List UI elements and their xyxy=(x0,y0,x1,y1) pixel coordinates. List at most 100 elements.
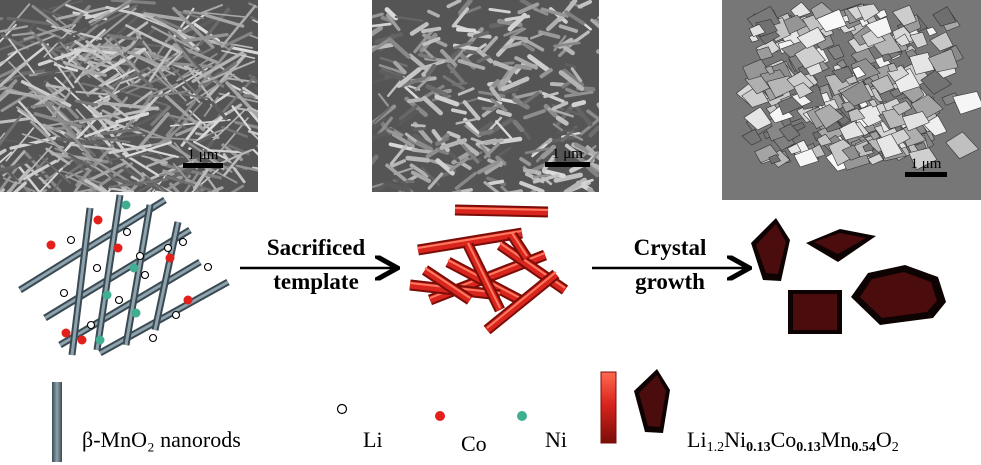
sem-feature xyxy=(32,87,65,109)
sem-feature xyxy=(249,107,258,113)
sem-feature xyxy=(741,128,762,146)
sem-feature xyxy=(434,94,460,107)
scale-bar-left: 1 μm xyxy=(183,148,223,168)
sem-feature xyxy=(481,35,499,54)
sem-feature xyxy=(235,164,258,172)
sem-feature xyxy=(385,163,407,182)
sem-feature xyxy=(558,24,579,33)
sem-feature xyxy=(862,142,875,153)
sem-feature xyxy=(488,7,511,14)
sem-feature xyxy=(590,18,599,29)
sem-feature xyxy=(149,83,179,96)
sem-feature xyxy=(125,69,180,94)
sem-feature xyxy=(562,68,585,87)
sem-feature xyxy=(454,171,477,190)
sem-feature xyxy=(532,173,560,184)
sem-feature xyxy=(574,104,593,127)
arrow-label-2-line1: Crystal xyxy=(633,235,707,260)
nanorod-highlight xyxy=(70,207,92,356)
sem-feature xyxy=(497,146,512,157)
sem-feature xyxy=(519,180,545,192)
sem-feature xyxy=(847,108,866,123)
sem-feature xyxy=(476,48,494,64)
li-dot xyxy=(178,237,188,247)
sem-feature xyxy=(870,74,895,95)
sem-feature xyxy=(378,69,408,83)
sem-feature xyxy=(462,100,481,121)
sem-feature xyxy=(56,117,99,166)
sem-feature xyxy=(492,60,516,73)
sem-feature xyxy=(46,55,66,67)
ni-dot xyxy=(131,308,141,318)
sem-feature xyxy=(372,182,386,189)
li-dot xyxy=(163,243,173,253)
sem-feature xyxy=(0,25,29,33)
sem-feature xyxy=(127,50,171,71)
sem-feature xyxy=(509,27,527,38)
sem-feature xyxy=(68,24,99,50)
sem-feature xyxy=(455,117,478,125)
sem-feature xyxy=(41,8,81,24)
sem-feature xyxy=(252,148,258,156)
sem-feature xyxy=(81,152,132,184)
sem-feature xyxy=(0,85,14,91)
sem-feature xyxy=(748,23,766,37)
sem-image-template-texture xyxy=(372,0,599,192)
sem-feature xyxy=(162,101,203,146)
red-rod-highlight xyxy=(486,271,557,329)
sem-feature xyxy=(521,128,531,140)
sem-feature xyxy=(565,87,579,96)
sem-feature xyxy=(448,151,461,163)
sem-feature xyxy=(172,6,215,49)
sem-feature xyxy=(242,86,258,99)
co-dot xyxy=(46,240,56,250)
sem-feature xyxy=(84,123,119,138)
sem-feature xyxy=(564,143,579,155)
sem-feature xyxy=(556,127,580,134)
sem-feature xyxy=(0,50,19,67)
sem-feature xyxy=(181,32,229,43)
formula-o-sub: 2 xyxy=(891,440,899,455)
sem-feature xyxy=(73,40,112,65)
sem-feature xyxy=(868,98,878,108)
sem-feature xyxy=(135,112,170,152)
sem-feature xyxy=(503,27,525,37)
sem-feature xyxy=(104,36,140,73)
sem-feature xyxy=(386,129,403,138)
sem-feature xyxy=(425,63,437,77)
sem-feature xyxy=(512,97,530,110)
sem-feature xyxy=(476,121,494,135)
sem-feature xyxy=(412,121,433,145)
sem-feature xyxy=(62,60,87,72)
sem-feature xyxy=(413,29,434,54)
sem-feature xyxy=(451,108,467,115)
sem-feature xyxy=(404,86,420,101)
sem-feature xyxy=(41,43,75,89)
sem-feature xyxy=(24,162,51,189)
sem-feature xyxy=(203,11,247,18)
sem-feature xyxy=(422,48,434,59)
sem-feature xyxy=(108,187,135,192)
li-dot xyxy=(59,288,69,298)
sem-feature xyxy=(222,154,242,177)
sem-feature xyxy=(793,148,819,168)
sem-feature xyxy=(372,22,392,28)
scale-bar-right-label: 1 μm xyxy=(910,156,942,172)
sem-feature xyxy=(66,45,101,72)
sem-feature xyxy=(55,27,88,44)
li-dot xyxy=(114,295,124,305)
sem-feature xyxy=(45,19,76,38)
co-dot xyxy=(165,253,175,263)
sem-feature xyxy=(203,60,256,84)
sem-feature xyxy=(176,92,209,100)
sem-feature xyxy=(11,31,35,37)
sem-feature xyxy=(810,2,834,20)
sem-feature xyxy=(101,86,125,106)
sem-feature xyxy=(387,37,411,59)
sem-feature xyxy=(932,6,957,27)
sem-feature xyxy=(399,75,428,88)
co-dot xyxy=(113,243,123,253)
sem-feature xyxy=(234,120,258,130)
sem-feature xyxy=(146,154,176,168)
sem-feature xyxy=(372,38,391,53)
